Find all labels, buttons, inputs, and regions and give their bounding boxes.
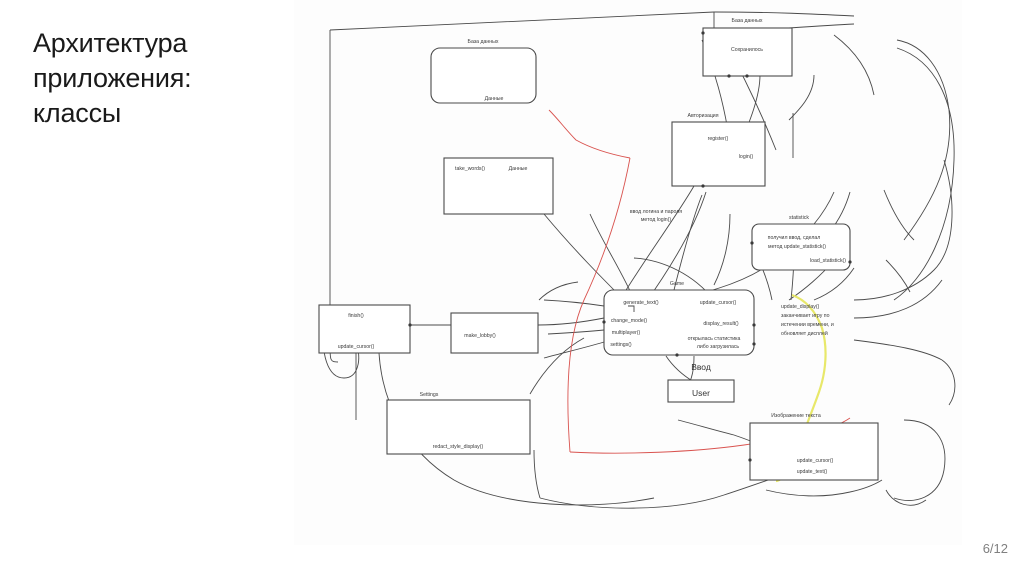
class-label-vvod: Ввод <box>691 362 711 372</box>
class-box-db-saved[interactable]: База данных Сохранилось <box>701 18 793 78</box>
class-box-game[interactable]: Game generate_text() change_mode() multi… <box>602 281 756 357</box>
member-display-result: display_result() <box>703 321 738 327</box>
disp-note-line3: истечении времени, и <box>781 322 834 328</box>
class-label-statistick: statistick <box>789 215 809 221</box>
member-saved: Сохранилось <box>731 47 763 53</box>
diagram-panel: База данных Данные База данных Сохранило… <box>294 0 962 545</box>
annotation-login: ввод логина и пароля метод login() <box>630 209 682 223</box>
member-generate-text: generate_text() <box>623 300 658 306</box>
member-multiplayer: multiplayer() <box>612 330 641 336</box>
page-indicator: 6/12 <box>982 541 1008 556</box>
class-box-settings[interactable]: Settings redact_style_display() <box>386 392 531 455</box>
member-load-statistick: load_statistick() <box>810 258 846 264</box>
class-label-authorization: Авторизация <box>687 113 718 119</box>
member-user: User <box>692 388 710 398</box>
class-box-db-top[interactable]: База данных Данные <box>430 39 537 104</box>
member-stat-open-line1: открылась статистика <box>688 336 741 342</box>
member-update-text-ti: update_text() <box>797 469 828 475</box>
member-stat-line1: получил ввод, сделал <box>768 235 821 241</box>
member-take-words-data: Данные <box>509 166 528 172</box>
member-data-top: Данные <box>485 96 504 102</box>
member-update-cursor-game: update_cursor() <box>700 300 737 306</box>
annotation-update-display: update_display() заканчивает игру по ист… <box>781 304 834 337</box>
member-update-cursor-ti: update_cursor() <box>797 458 834 464</box>
member-take-words: take_words() <box>455 166 485 172</box>
class-box-statistick[interactable]: statistick получил ввод, сделал метод up… <box>750 215 852 271</box>
class-label-settings: Settings <box>420 392 439 398</box>
class-box-finish[interactable]: finish() update_cursor() <box>318 304 412 354</box>
member-make-lobby: make_lobby() <box>464 333 496 339</box>
member-stat-open-line2: либо загрузилась <box>697 344 740 350</box>
member-settings: settings() <box>610 342 632 348</box>
login-note-line2: метод login() <box>641 217 672 223</box>
member-update-cursor-left: update_cursor() <box>338 344 375 350</box>
member-finish: finish() <box>348 313 364 319</box>
class-box-text-image[interactable]: Изображение текста update_cursor() updat… <box>748 413 879 481</box>
login-note-line1: ввод логина и пароля <box>630 209 682 215</box>
class-box-make-lobby[interactable]: make_lobby() <box>450 312 539 354</box>
member-register: register() <box>708 136 729 142</box>
architecture-class-diagram: База данных Данные База данных Сохранило… <box>294 0 962 545</box>
class-box-authorization[interactable]: Авторизация register() login() <box>671 113 766 188</box>
class-box-user[interactable]: Ввод User <box>667 362 735 403</box>
class-label-text-image: Изображение текста <box>771 413 821 419</box>
frame-edge-left <box>329 11 715 345</box>
page-title: Архитектура приложения: классы <box>33 28 192 129</box>
diagram-image: База данных Данные База данных Сохранило… <box>294 0 962 545</box>
member-login: login() <box>739 154 754 160</box>
disp-note-line1: update_display() <box>781 304 820 310</box>
member-redact-style: redact_style_display() <box>433 444 484 450</box>
class-label-db-top: База данных <box>468 39 499 45</box>
class-box-take-words[interactable]: take_words() Данные <box>443 157 554 215</box>
member-stat-line2: метод update_statistick() <box>768 244 826 250</box>
disp-note-line2: заканчивает игру по <box>781 313 830 319</box>
class-label-game: Game <box>670 281 684 287</box>
member-change-mode: change_mode() <box>611 318 648 324</box>
disp-note-line4: обновляет дисплей <box>781 330 828 337</box>
class-label-db-saved: База данных <box>732 18 763 24</box>
